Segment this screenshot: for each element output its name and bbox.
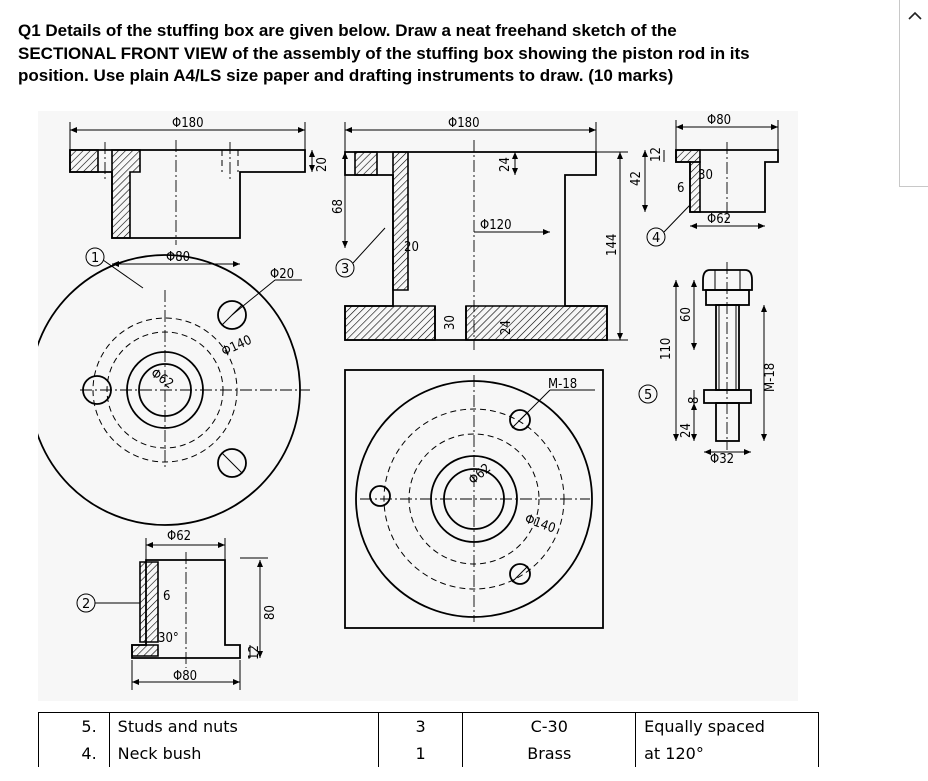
part-description: Neck bush xyxy=(108,740,379,767)
p5-dim-thread: M-18 xyxy=(763,363,778,392)
p4-dim-chamfer: 6 xyxy=(677,181,684,196)
question-line-1: Q1 Details of the stuffing box are given… xyxy=(18,21,677,40)
part-remarks: at 120° xyxy=(635,740,819,767)
p5-dim-length: 110 xyxy=(659,338,674,360)
part-description: Studs and nuts xyxy=(108,712,379,740)
part-no: 5. xyxy=(38,712,110,740)
p1-dim-boss: Φ80 xyxy=(166,250,190,265)
p3-dim-bore: Φ62 xyxy=(466,461,494,488)
part-no: 4. xyxy=(38,740,110,767)
p1-dim-outer: Φ180 xyxy=(172,116,204,131)
p4-dim-inner: Φ62 xyxy=(707,212,731,227)
p3-dim-corner: 20 xyxy=(404,240,419,255)
part4-bush: Φ80 Φ62 42 12 30 6 4 xyxy=(629,113,779,247)
p4-dim-outer: Φ80 xyxy=(707,113,731,128)
p3-dim-inner: Φ120 xyxy=(480,218,512,233)
p2-dim-chamfer: 6 xyxy=(163,589,170,604)
part-qty: 1 xyxy=(377,740,464,767)
p4-dim-flange: 12 xyxy=(649,147,664,162)
side-panel xyxy=(899,0,928,187)
p1-dim-pcd: Φ140 xyxy=(219,333,254,360)
part-number-2: 2 xyxy=(82,597,90,612)
p3-dim-68: 68 xyxy=(331,199,346,214)
p5-dim-collar: 8 xyxy=(687,397,702,404)
question-text: Q1 Details of the stuffing box are given… xyxy=(18,20,858,88)
part-number-5: 5 xyxy=(644,388,652,403)
chevron-up-icon[interactable] xyxy=(907,8,923,24)
p2-dim-height: 80 xyxy=(263,605,278,620)
p5-dim-collar-dia: Φ32 xyxy=(710,452,734,467)
part2-neck-bush: Φ62 80 12 6 30° Φ80 2 xyxy=(76,529,278,690)
table-row: 4. Neck bush 1 Brass at 120° xyxy=(38,740,819,767)
part-number-3: 3 xyxy=(341,262,349,277)
part5-stud: 60 110 8 24 M-18 Φ32 5 xyxy=(638,262,778,467)
table-row: 5. Studs and nuts 3 C-30 Equally spaced xyxy=(38,712,819,740)
part-remarks: Equally spaced xyxy=(635,712,819,740)
p3-dim-top: 24 xyxy=(498,157,513,172)
p2-dim-top: Φ62 xyxy=(167,529,191,544)
part-qty: 3 xyxy=(377,712,464,740)
p3-dim-thread: M-18 xyxy=(548,377,577,392)
p3-dim-pcd: Φ140 xyxy=(523,512,558,537)
part-material: C-30 xyxy=(462,712,637,740)
part3-body: Φ180 Φ120 24 68 20 30 24 144 3 xyxy=(331,116,628,629)
p3-dim-height: 144 xyxy=(605,234,620,256)
p5-dim-thread-len: 60 xyxy=(679,307,694,322)
engineering-drawing: Φ180 20 Φ80 1 Φ20 Φ140 Φ62 xyxy=(38,111,798,701)
part-number-4: 4 xyxy=(652,231,660,246)
drawing-canvas: Φ180 20 Φ80 1 Φ20 Φ140 Φ62 xyxy=(38,113,779,690)
p3-dim-outer: Φ180 xyxy=(448,116,480,131)
p2-dim-flange: 12 xyxy=(247,645,262,660)
p4-dim-height: 42 xyxy=(629,171,644,186)
p1-dim-flange: 20 xyxy=(315,157,330,172)
part1-gland: Φ180 20 Φ80 1 Φ20 Φ140 Φ62 xyxy=(38,116,330,526)
question-line-2: SECTIONAL FRONT VIEW of the assembly of … xyxy=(18,43,750,63)
p4-dim-angle: 30 xyxy=(698,168,713,183)
p2-dim-bottom: Φ80 xyxy=(173,669,197,684)
p1-dim-hole: Φ20 xyxy=(270,267,294,282)
p3-dim-bottom: 24 xyxy=(499,320,514,335)
p5-dim-end: 24 xyxy=(679,423,694,438)
p3-dim-base: 30 xyxy=(443,315,458,330)
question-line-3: position. Use plain A4/LS size paper and… xyxy=(18,66,674,85)
parts-list-table: 5. Studs and nuts 3 C-30 Equally spaced … xyxy=(38,712,819,767)
p1-dim-bore: Φ62 xyxy=(148,366,176,392)
p2-dim-angle: 30° xyxy=(158,631,179,646)
part-number-1: 1 xyxy=(91,251,99,266)
part-material: Brass xyxy=(462,740,637,767)
